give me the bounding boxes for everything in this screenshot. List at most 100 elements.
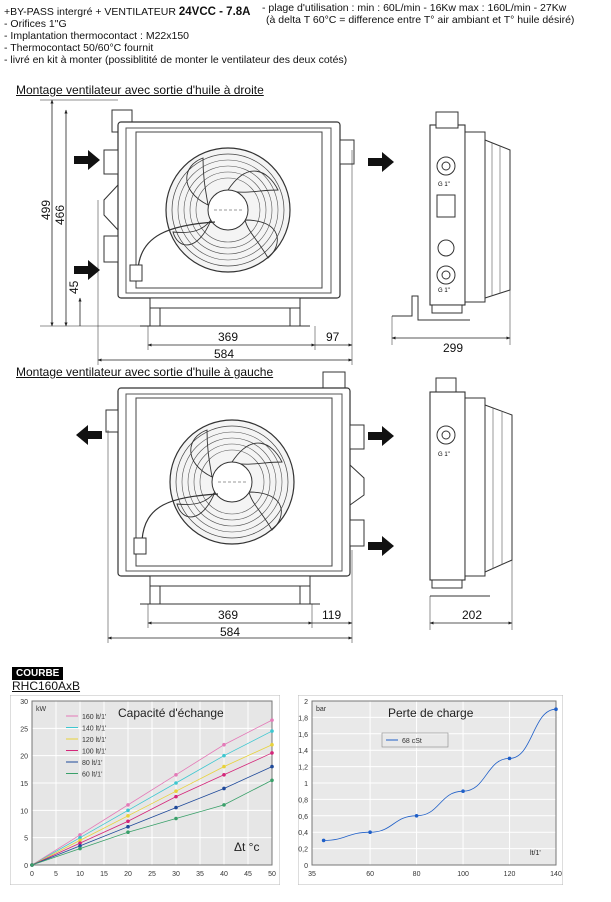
series-line bbox=[31, 779, 273, 866]
header-features: +BY-PASS intergré + VENTILATEUR 24VCC - … bbox=[4, 6, 347, 66]
header-line4: - Thermocontact 50/60°C fournit bbox=[4, 42, 154, 54]
x-tick-label: 20 bbox=[124, 871, 132, 878]
data-point bbox=[270, 778, 274, 783]
y-tick-label: 0,2 bbox=[298, 847, 308, 854]
data-point bbox=[78, 835, 82, 840]
data-point bbox=[126, 824, 130, 829]
data-point bbox=[174, 781, 178, 785]
y-tick-label: 0,8 bbox=[298, 797, 308, 804]
x-tick-label: 120 bbox=[504, 871, 516, 878]
dim-height-466: 466 bbox=[53, 205, 67, 225]
courbe-badge: COURBE bbox=[12, 663, 64, 681]
data-point bbox=[174, 816, 178, 821]
y-tick-label: 1 bbox=[304, 781, 308, 788]
data-point bbox=[126, 830, 130, 834]
usage-range: - plage d'utilisation : min : 60L/min - … bbox=[262, 2, 574, 26]
data-point bbox=[222, 742, 226, 747]
legend-box bbox=[381, 732, 449, 748]
data-point bbox=[222, 786, 226, 791]
y-tick-label: 15 bbox=[20, 781, 28, 788]
data-point bbox=[78, 833, 82, 837]
dim-height-45: 45 bbox=[67, 280, 81, 294]
data-point bbox=[126, 819, 130, 824]
data-point bbox=[78, 841, 82, 845]
chart-title: Perte de charge bbox=[388, 706, 474, 720]
port-label-g1: G 1" bbox=[438, 452, 450, 458]
data-point bbox=[126, 808, 130, 813]
x-tick-label: 45 bbox=[244, 871, 252, 878]
oil-inlet-arrow-icon bbox=[74, 150, 100, 170]
dim-depth-299: 299 bbox=[443, 341, 463, 355]
series-line bbox=[31, 744, 273, 866]
y-tick-label: 10 bbox=[20, 808, 28, 815]
plot-border bbox=[31, 700, 273, 866]
x-tick-label: 25 bbox=[148, 871, 156, 878]
data-point bbox=[222, 764, 226, 769]
series-line bbox=[31, 766, 273, 866]
dim-width-97: 97 bbox=[326, 330, 340, 344]
data-point bbox=[507, 756, 512, 761]
technical-drawing: 499 466 45 369 97 584 G 1" G 1" 299 bbox=[39, 99, 513, 643]
legend-label: 60 lt/1' bbox=[82, 772, 102, 779]
y-tick-label: 20 bbox=[20, 754, 28, 761]
legend-label: 120 lt/1' bbox=[82, 737, 106, 744]
x-tick-label: 5 bbox=[54, 871, 58, 878]
x-tick-label: 140 bbox=[550, 871, 562, 878]
dim-width-119: 119 bbox=[322, 608, 341, 622]
y-axis-label: bar bbox=[316, 706, 327, 713]
dim-width-369: 369 bbox=[218, 608, 238, 622]
side-view-right-outlet: G 1" G 1" bbox=[392, 111, 511, 321]
y-tick-label: 2 bbox=[304, 699, 308, 706]
usage-line1: - plage d'utilisation : min : 60L/min - … bbox=[262, 2, 567, 14]
y-tick-label: 30 bbox=[20, 699, 28, 706]
header-line2: - Orifices 1"G bbox=[4, 18, 67, 30]
header-line3: - Implantation thermocontact : M22x150 bbox=[4, 30, 190, 42]
oil-outlet-arrow-icon bbox=[76, 425, 102, 445]
data-point bbox=[174, 773, 178, 777]
data-point bbox=[174, 789, 178, 793]
data-point bbox=[222, 803, 226, 807]
header-power: 24VCC - 7.8A bbox=[178, 6, 251, 18]
oil-inlet-arrow-icon bbox=[74, 260, 100, 280]
series-line bbox=[31, 730, 273, 866]
data-point bbox=[270, 751, 274, 755]
oil-inlet-arrow-icon bbox=[368, 426, 394, 446]
x-tick-label: 15 bbox=[100, 871, 108, 878]
x-tick-label: 0 bbox=[30, 871, 34, 878]
dim-width-584: 584 bbox=[214, 347, 234, 361]
legend-label: 68 cSt bbox=[402, 738, 422, 745]
data-point bbox=[270, 718, 274, 722]
y-tick-label: 1,8 bbox=[298, 715, 308, 722]
data-point bbox=[222, 773, 226, 777]
data-point bbox=[126, 814, 130, 818]
front-view-left-outlet bbox=[105, 371, 365, 605]
usage-line2: (à delta T 60°C = difference entre T° ai… bbox=[266, 14, 575, 26]
data-point bbox=[270, 729, 274, 733]
y-tick-label: 1,2 bbox=[298, 765, 308, 772]
legend-label: 80 lt/1' bbox=[82, 760, 102, 767]
x-tick-label: 30 bbox=[172, 871, 180, 878]
data-point bbox=[78, 838, 82, 843]
dim-width-369: 369 bbox=[218, 330, 238, 344]
x-tick-label: 35 bbox=[196, 871, 204, 878]
data-point bbox=[414, 814, 419, 818]
dim-width-584: 584 bbox=[220, 625, 240, 639]
y-tick-label: 5 bbox=[24, 836, 28, 843]
data-point bbox=[461, 789, 465, 793]
x-tick-label: 40 bbox=[220, 871, 228, 878]
y-tick-label: 0 bbox=[24, 863, 28, 870]
series-line bbox=[31, 719, 273, 866]
header-line1: +BY-PASS intergré + VENTILATEUR bbox=[4, 6, 176, 18]
chart-title: Capacité d'échange bbox=[118, 706, 224, 720]
data-point bbox=[126, 803, 130, 807]
port-label-g1: G 1" bbox=[438, 182, 450, 188]
data-point bbox=[78, 846, 82, 851]
y-tick-label: 0,4 bbox=[298, 830, 308, 837]
x-tick-label: 35 bbox=[308, 871, 316, 878]
x-tick-label: 60 bbox=[366, 871, 374, 878]
x-axis-label: Δt °c bbox=[234, 840, 259, 854]
series-line bbox=[31, 752, 273, 866]
x-axis-label: lt/1' bbox=[530, 850, 541, 857]
